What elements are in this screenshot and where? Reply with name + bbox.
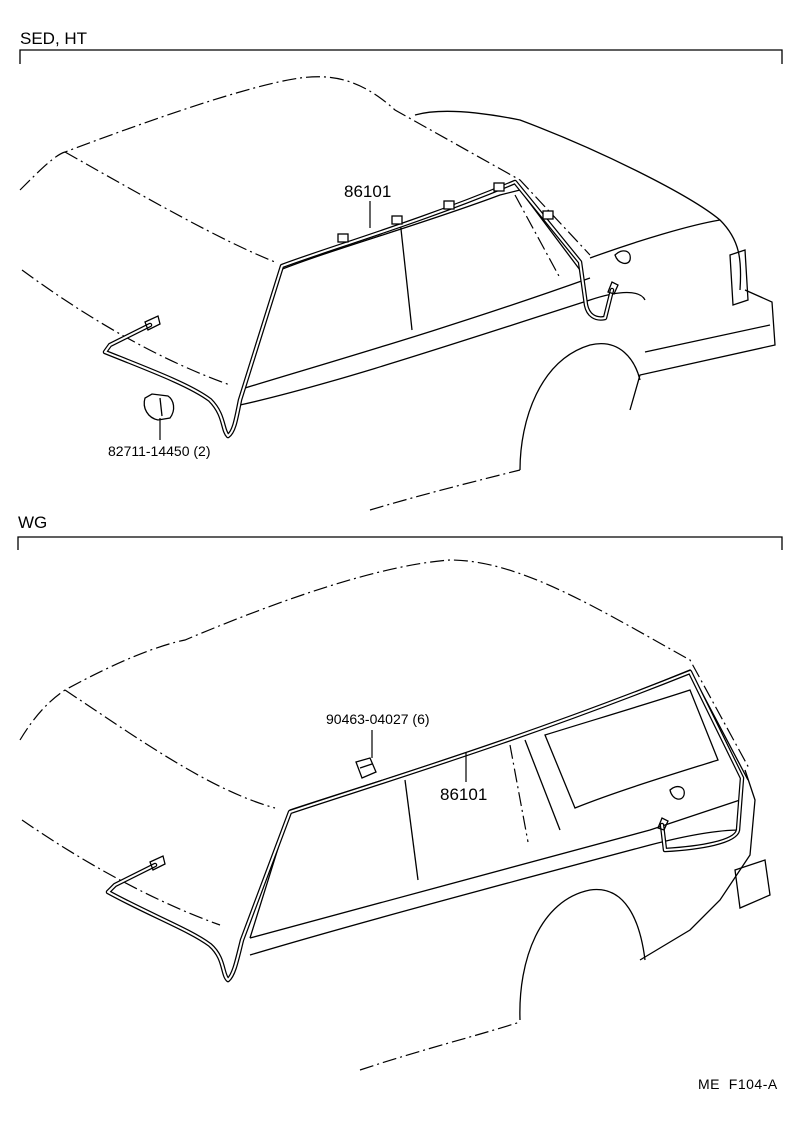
clip-body bbox=[355, 757, 377, 779]
hose-clip bbox=[542, 210, 554, 220]
part-number-82711-14450: 82711-14450 (2) bbox=[108, 443, 210, 459]
clip-detail bbox=[359, 763, 373, 769]
car-outline-sedan bbox=[19, 76, 776, 511]
figure-code: ME F104-A bbox=[698, 1076, 778, 1092]
belt-line bbox=[249, 829, 741, 956]
lower-body-line bbox=[369, 469, 521, 511]
fuel-lid bbox=[669, 785, 685, 800]
roof-front-edge bbox=[64, 151, 276, 263]
b-pillar bbox=[404, 779, 419, 881]
wheel-arch bbox=[519, 888, 646, 1021]
c-pillar bbox=[514, 194, 561, 279]
belt-line bbox=[239, 291, 646, 406]
window-sill bbox=[244, 277, 591, 389]
part-number-86101: 86101 bbox=[344, 182, 391, 201]
rear-end-outline bbox=[639, 769, 756, 961]
rear-bumper bbox=[629, 289, 776, 411]
hose-end-fitting bbox=[607, 281, 619, 295]
hose-end-fitting bbox=[657, 817, 669, 831]
hose-path-inner bbox=[107, 671, 743, 981]
window-frame bbox=[249, 669, 749, 939]
part-number-90463-04027: 90463-04027 (6) bbox=[326, 711, 430, 727]
hose-end-fitting bbox=[144, 315, 161, 331]
quarter-window bbox=[544, 689, 719, 809]
window-sill bbox=[249, 799, 741, 939]
rear-deck-outline bbox=[414, 110, 742, 291]
tail-lamp bbox=[734, 859, 771, 909]
section-bracket bbox=[17, 536, 783, 550]
section-bracket bbox=[19, 49, 783, 64]
hose-clip bbox=[443, 200, 455, 210]
clip-detail bbox=[159, 397, 163, 417]
drain-hose-86101-wagon bbox=[105, 669, 745, 983]
d-pillar bbox=[524, 739, 561, 831]
hose-clip bbox=[493, 182, 505, 192]
section-wg: WG bbox=[17, 513, 783, 1071]
car-outline-wagon bbox=[19, 559, 771, 1071]
clip-90463-04027 bbox=[355, 757, 377, 779]
part-number-86101: 86101 bbox=[440, 785, 487, 804]
roof-outline bbox=[19, 76, 591, 256]
hose-clip bbox=[337, 233, 349, 243]
drain-hose-86101-sedan bbox=[102, 179, 619, 439]
roof-outline bbox=[19, 559, 751, 771]
hood-outline bbox=[21, 269, 231, 386]
clip-body bbox=[143, 393, 175, 421]
roof-front-edge bbox=[64, 689, 276, 809]
hose-path bbox=[102, 179, 615, 439]
section-label-sed-ht: SED, HT bbox=[20, 29, 87, 48]
trunk-lid-line bbox=[589, 219, 721, 259]
hose-path-inner bbox=[104, 181, 613, 437]
fuel-lid bbox=[614, 250, 631, 265]
bumper-line bbox=[644, 324, 771, 353]
lower-body-line bbox=[359, 1021, 521, 1071]
wheel-arch bbox=[519, 343, 641, 471]
hood-outline bbox=[21, 819, 221, 926]
c-pillar bbox=[509, 744, 529, 843]
hose-end-fitting bbox=[149, 855, 166, 871]
hose-clip bbox=[391, 215, 403, 225]
b-pillar bbox=[399, 219, 413, 331]
section-label-wg: WG bbox=[18, 513, 47, 532]
section-sed-ht: SED, HT bbox=[19, 29, 783, 511]
window-frame bbox=[244, 189, 581, 389]
clip-82711-14450 bbox=[143, 393, 175, 421]
tail-lamp bbox=[729, 249, 749, 306]
